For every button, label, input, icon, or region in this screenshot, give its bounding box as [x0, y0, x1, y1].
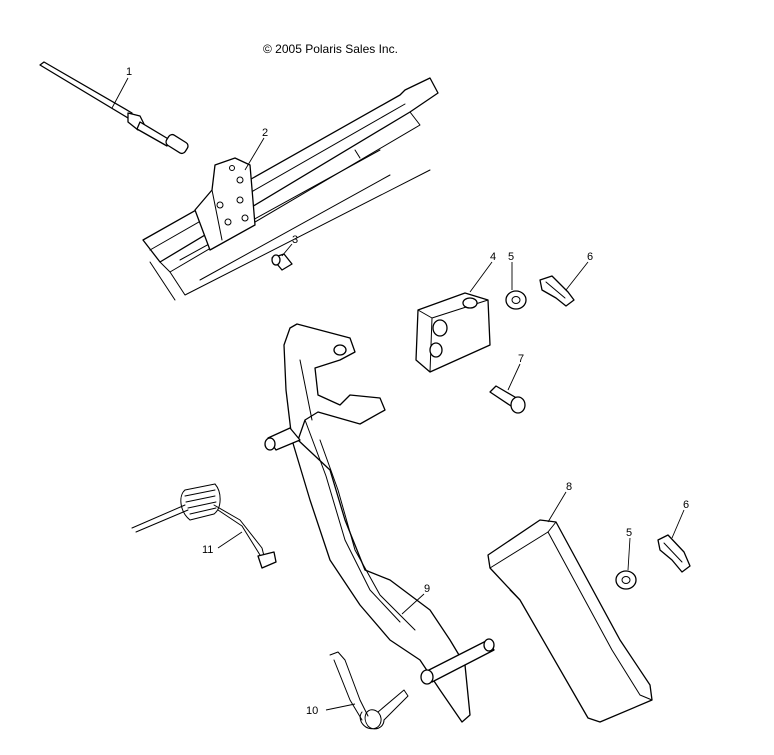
callout-7: 7	[518, 353, 524, 365]
callout-6-upper: 6	[587, 251, 593, 263]
callout-5-lower: 5	[626, 527, 632, 539]
callout-5-upper: 5	[508, 251, 514, 263]
copyright-notice: © 2005 Polaris Sales Inc.	[263, 42, 398, 56]
part-4-block	[415, 292, 491, 373]
callout-11: 11	[202, 544, 213, 556]
callout-3: 3	[292, 234, 298, 246]
part-9-pedal-arm	[264, 323, 495, 723]
callout-9: 9	[424, 583, 430, 595]
part-6-clip-lower	[657, 534, 691, 573]
part-8-pedal-pad	[487, 519, 653, 723]
part-2-bracket	[194, 157, 256, 251]
callout-2: 2	[262, 127, 268, 139]
callout-1: 1	[126, 66, 132, 78]
frame-rail	[142, 77, 439, 301]
callout-6-lower: 6	[683, 499, 689, 511]
callout-10: 10	[306, 705, 318, 717]
part-10-spring	[329, 651, 409, 730]
callout-labels: 1 2 3 4 5 6 7 8 5 6 9 10 11	[126, 66, 689, 717]
callout-8: 8	[566, 481, 572, 493]
callout-4: 4	[490, 251, 496, 263]
part-6-clip-upper	[539, 275, 575, 307]
part-5-washer-upper	[505, 290, 527, 310]
part-1-cable	[39, 61, 189, 155]
part-11-spring	[131, 483, 277, 569]
part-3-bolt	[271, 253, 293, 271]
part-7-pin	[489, 385, 526, 414]
part-5-washer-lower	[615, 570, 637, 590]
leader-lines	[111, 77, 685, 711]
